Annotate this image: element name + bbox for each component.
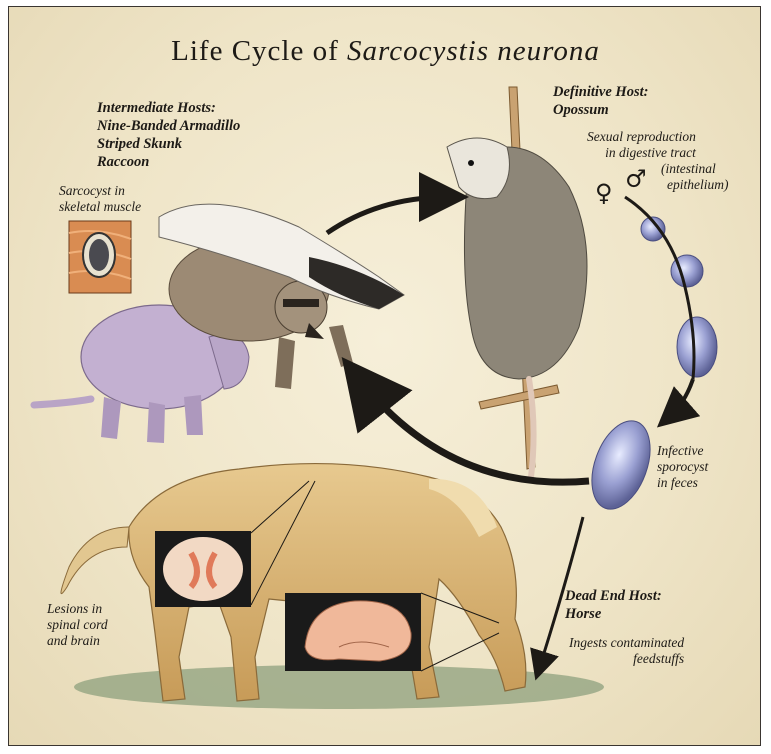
intermediate-hosts-heading: Intermediate Hosts: [97,99,240,117]
dead-end-host-heading: Dead End Host: [565,587,662,605]
definitive-host-name: Opossum [553,101,648,119]
intestinal-epithelium-label: (intestinal epithelium) [661,161,728,193]
dead-end-host-label: Dead End Host: Horse [565,587,662,623]
definitive-host-heading: Definitive Host: [553,83,648,101]
sarcocyst-inset [69,221,131,293]
definitive-host-label: Definitive Host: Opossum [553,83,648,119]
arrow-feces-to-intermediate [359,379,589,482]
host-raccoon-text: Raccoon [97,153,240,171]
brain-inset [285,593,421,671]
diagram-frame: Life Cycle of Sarcocystis neurona [8,6,761,746]
host-skunk-text: Striped Skunk [97,135,240,153]
arrow-to-sporocyst [669,379,693,417]
sarcocyst-label: Sarcocyst in skeletal muscle [59,183,141,215]
opossum-illustration [447,87,587,477]
ingests-label: Ingests contaminated feedstuffs [569,635,684,667]
host-armadillo-text: Nine-Banded Armadillo [97,117,240,135]
infective-sporocyst [581,413,661,517]
intermediate-hosts-label: Intermediate Hosts: Nine-Banded Armadill… [97,99,240,171]
sexual-reproduction-label: Sexual reproduction in digestive tract [587,129,696,161]
lesions-label: Lesions in spinal cord and brain [47,601,108,649]
infective-sporocyst-label: Infective sporocyst in feces [657,443,708,491]
spinal-cord-inset [155,531,251,607]
female-symbol: ♀ [595,179,613,207]
sporulated-oocyst-stage [677,317,717,377]
male-symbol: ♂ [625,165,647,193]
dead-end-host-name: Horse [565,605,662,623]
arrow-intermediate-to-opossum [327,197,449,233]
